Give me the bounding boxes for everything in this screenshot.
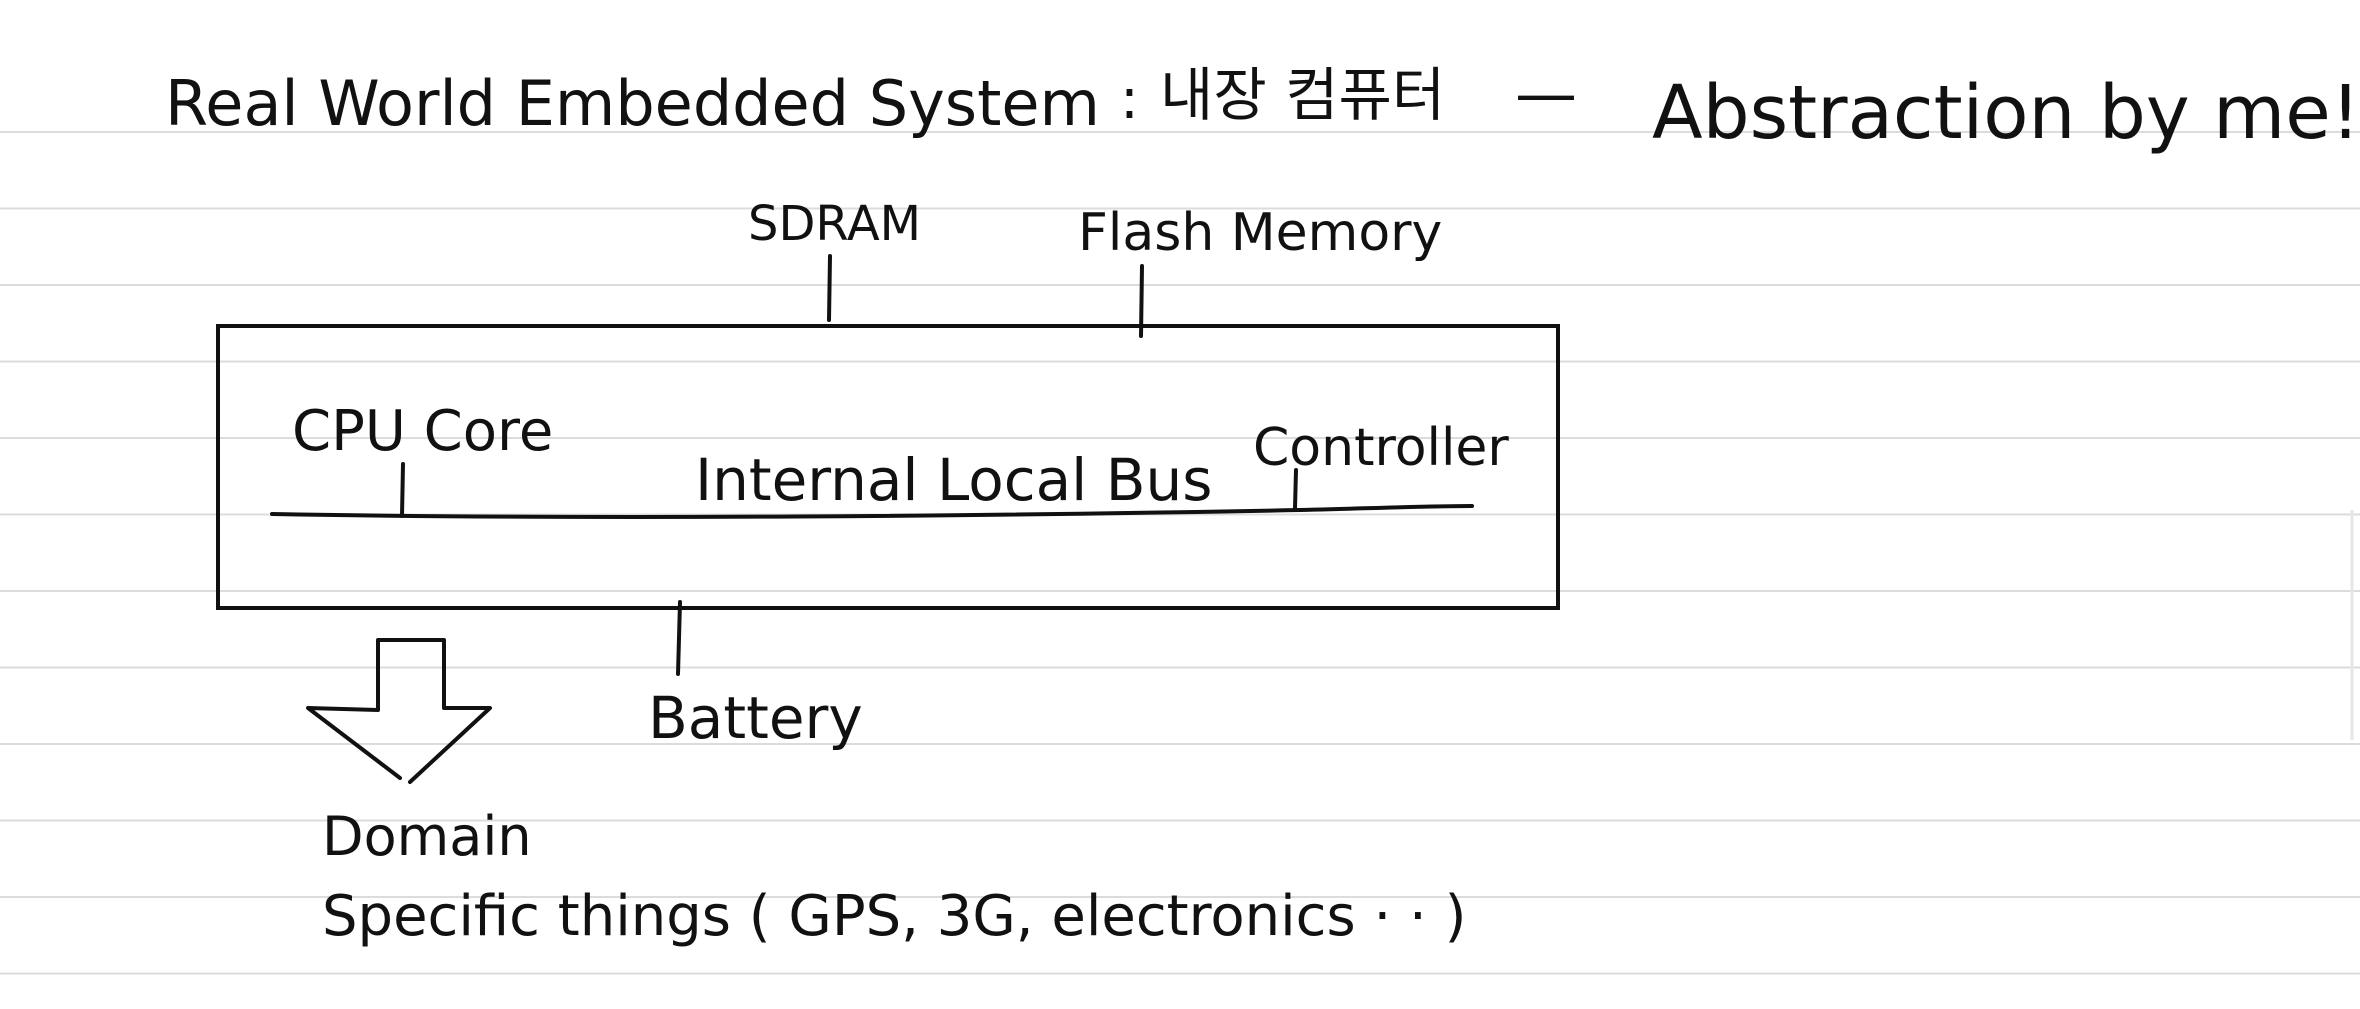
domain-label-line1: Domain [322,805,532,868]
down-arrow [306,638,492,784]
cpu-bus-tap [400,462,405,518]
internal-bus-line [270,504,1474,519]
title-part1: Real World Embedded System [165,67,1100,140]
domain-label-line2: Specific things ( GPS, 3G, electronics ·… [322,884,1467,949]
title-dash: — [1515,57,1577,130]
sdram-label: SDRAM [748,196,921,252]
battery-label: Battery [648,684,863,752]
title-separator: : [1120,67,1139,132]
title-part2: Abstraction by me! [1652,70,2360,156]
controller-label: Controller [1253,418,1509,478]
controller-bus-tap [1293,468,1298,510]
flash-memory-label: Flash Memory [1078,203,1442,263]
internal-local-bus-label: Internal Local Bus [695,446,1213,514]
title-korean: 내장 컴퓨터 [1160,61,1445,129]
cpu-core-label: CPU Core [292,399,553,464]
sdram-connector [827,254,832,322]
battery-connector [676,600,682,676]
embedded-system-box [216,324,1560,610]
